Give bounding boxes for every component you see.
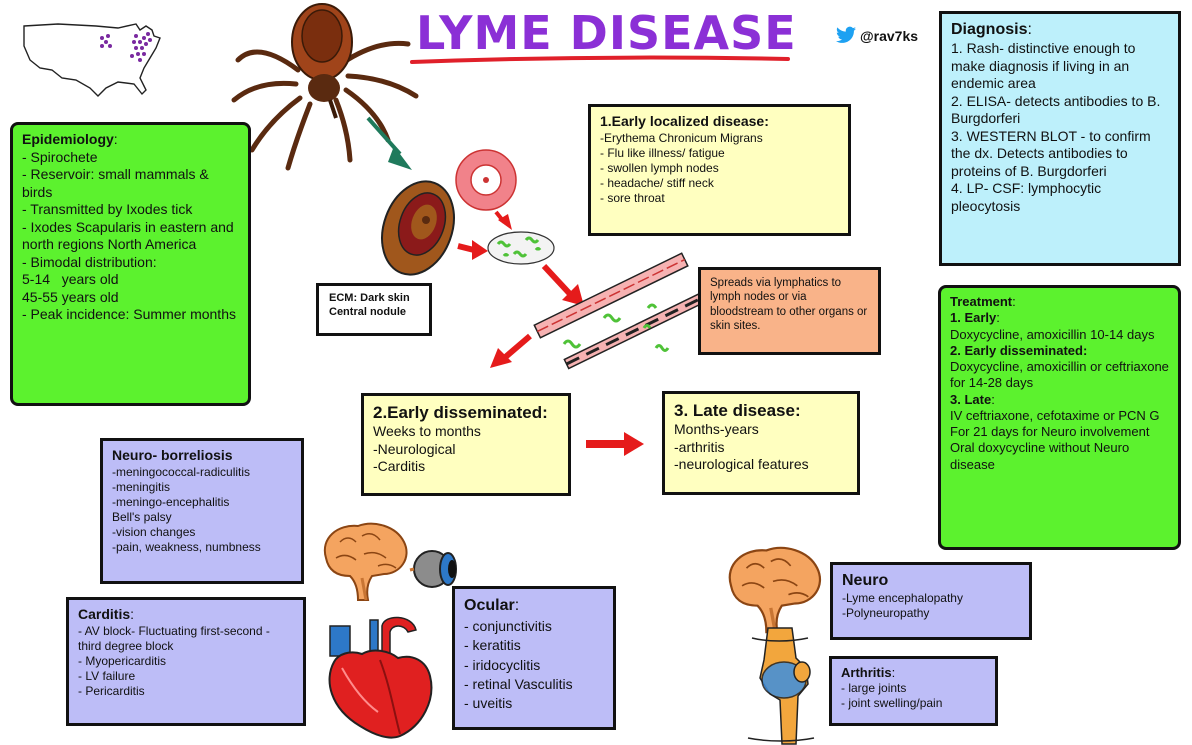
neuro-borreliosis-line: Bell's palsy xyxy=(112,509,172,524)
carditis-line: - Myopericarditis xyxy=(78,653,167,668)
diagnosis-line: 3. WESTERN BLOT - to confirm the dx. Det… xyxy=(951,127,1151,179)
knee-joint-icon xyxy=(747,627,815,745)
epidemiology-line: - Reservoir: small mammals & birds xyxy=(22,166,209,200)
early-localized-line: - sore throat xyxy=(600,190,665,205)
treatment-text: Doxycycline, amoxicillin or ceftriaxone … xyxy=(950,359,1169,391)
diagnosis-line: 2. ELISA- detects antibodies to B. Burgd… xyxy=(951,92,1161,127)
twitter-bird-icon xyxy=(836,26,856,43)
treatment-label: 2. Early disseminated: xyxy=(950,342,1088,358)
twitter-handle: @rav7ks xyxy=(860,28,919,44)
early-localized-box: 1.Early localized disease: -Erythema Chr… xyxy=(588,104,851,236)
diagnosis-line: 4. LP- CSF: lymphocytic pleocytosis xyxy=(951,180,1102,214)
disseminate-arrow xyxy=(490,333,532,368)
late-disease-heading: 3. Late disease: xyxy=(674,401,801,420)
neuro-borreliosis-line: -pain, weakness, numbness xyxy=(112,539,261,554)
neuro-borreliosis-box: Neuro- borreliosis -meningococcal-radicu… xyxy=(100,438,304,584)
treatment-text: Oral doxycycline without Neuro disease xyxy=(950,440,1130,472)
neuro-late-line: -Lyme encephalopathy xyxy=(842,591,963,605)
early-localized-line: -Erythema Chronicum Migrans xyxy=(600,130,763,145)
spread-arrow xyxy=(541,263,584,306)
ocular-line: - keratitis xyxy=(464,637,521,654)
rash-icon xyxy=(381,149,517,276)
page-title: LYME DISEASE xyxy=(416,6,797,60)
epidemiology-line: - Transmitted by Ixodes tick xyxy=(22,201,193,217)
late-disease-line: -arthritis xyxy=(674,438,725,455)
neuro-late-line: -Polyneuropathy xyxy=(842,606,930,620)
title-underline xyxy=(410,55,790,64)
early-localized-line: - headache/ stiff neck xyxy=(600,175,714,190)
neuro-late-heading: Neuro xyxy=(842,572,889,589)
arthritis-line: - large joints xyxy=(841,681,907,696)
neuro-borreliosis-line: -vision changes xyxy=(112,524,196,539)
brain-icon xyxy=(323,522,408,601)
epidemiology-line: 45-55 years old xyxy=(22,288,119,305)
spreads-text: Spreads via lymphatics to lymph nodes or… xyxy=(710,277,868,333)
blood-vessel-icon xyxy=(533,252,718,370)
late-arrow xyxy=(586,432,644,456)
arthritis-line: - joint swelling/pain xyxy=(841,696,943,711)
ocular-line: - iridocyclitis xyxy=(464,656,541,673)
eye-icon xyxy=(409,550,457,588)
arthritis-box: Arthritis: - large joints - joint swelli… xyxy=(829,656,998,726)
early-disseminated-line: -Carditis xyxy=(373,458,426,475)
ocular-line: - uveitis xyxy=(464,695,513,712)
late-disease-line: Months-years xyxy=(674,421,759,438)
epidemiology-line: - Peak incidence: Summer months xyxy=(22,306,236,322)
epidemiology-box: Epidemiology: - Spirochete - Reservoir: … xyxy=(10,122,251,406)
ocular-line: - retinal Vasculitis xyxy=(464,676,573,693)
arthritis-heading: Arthritis: xyxy=(841,665,896,680)
carditis-box: Carditis: - AV block- Fluctuating first-… xyxy=(66,597,306,726)
ecm-line: Central nodule xyxy=(329,305,407,318)
early-localized-line: - Flu like illness/ fatigue xyxy=(600,145,725,160)
epidemiology-heading: Epidemiology: xyxy=(22,131,118,147)
treatment-heading: Treatment: xyxy=(950,294,1016,309)
ecm-line: ECM: Dark skin xyxy=(329,292,410,304)
treatment-text: Doxycycline, amoxicillin 10-14 days xyxy=(950,326,1155,342)
early-localized-heading: 1.Early localized disease: xyxy=(600,113,769,129)
us-map-icon xyxy=(23,23,161,97)
brain-icon xyxy=(728,546,822,634)
neuro-borreliosis-line: -meningo-encephalitis xyxy=(112,494,230,509)
epidemiology-line: - Bimodal distribution: xyxy=(22,253,157,270)
epidemiology-line: 5-14 years old xyxy=(22,271,119,287)
spreads-box: Spreads via lymphatics to lymph nodes or… xyxy=(698,267,881,355)
early-disseminated-line: Weeks to months xyxy=(373,423,481,440)
late-disease-line: -neurological features xyxy=(674,456,809,473)
heart-icon xyxy=(328,616,433,739)
diagnosis-box: Diagnosis: 1. Rash- distinctive enough t… xyxy=(939,11,1181,266)
carditis-heading: Carditis: xyxy=(78,606,135,622)
treatment-box: Treatment: 1. Early: Doxycycline, amoxic… xyxy=(938,285,1181,550)
diagnosis-heading: Diagnosis: xyxy=(951,21,1032,38)
epidemiology-line: - Ixodes Scapularis in eastern and north… xyxy=(22,218,234,253)
neuro-borreliosis-line: -meningitis xyxy=(112,479,171,494)
neuro-borreliosis-heading: Neuro- borreliosis xyxy=(112,447,233,463)
treatment-label: 3. Late: xyxy=(950,391,995,407)
treatment-label: 1. Early: xyxy=(950,310,1000,326)
neuro-late-box: Neuro -Lyme encephalopathy -Polyneuropat… xyxy=(830,562,1032,640)
spirochete-icon xyxy=(487,231,555,265)
neuro-borreliosis-line: -meningococcal-radiculitis xyxy=(112,464,251,479)
carditis-line: - Pericarditis xyxy=(78,683,145,698)
ocular-box: Ocular: - conjunctivitis - keratitis - i… xyxy=(452,586,616,730)
carditis-line: - AV block- Fluctuating first-second - t… xyxy=(78,623,270,653)
treatment-text: IV ceftriaxone, cefotaxime or PCN G For … xyxy=(950,407,1160,439)
diagnosis-line: 1. Rash- distinctive enough to make diag… xyxy=(951,40,1136,91)
early-disseminated-line: -Neurological xyxy=(373,440,456,457)
late-disease-box: 3. Late disease: Months-years -arthritis… xyxy=(662,391,860,495)
ecm-label-box: ECM: Dark skin Central nodule xyxy=(316,283,432,336)
tick-icon xyxy=(231,3,419,171)
early-disseminated-heading: 2.Early disseminated: xyxy=(373,403,548,422)
epidemiology-line: - Spirochete xyxy=(22,148,98,165)
ocular-heading: Ocular: xyxy=(464,597,520,614)
ocular-line: - conjunctivitis xyxy=(464,618,552,635)
carditis-line: - LV failure xyxy=(78,668,136,683)
early-localized-line: - swollen lymph nodes xyxy=(600,160,719,175)
early-disseminated-box: 2.Early disseminated: Weeks to months -N… xyxy=(361,393,571,496)
